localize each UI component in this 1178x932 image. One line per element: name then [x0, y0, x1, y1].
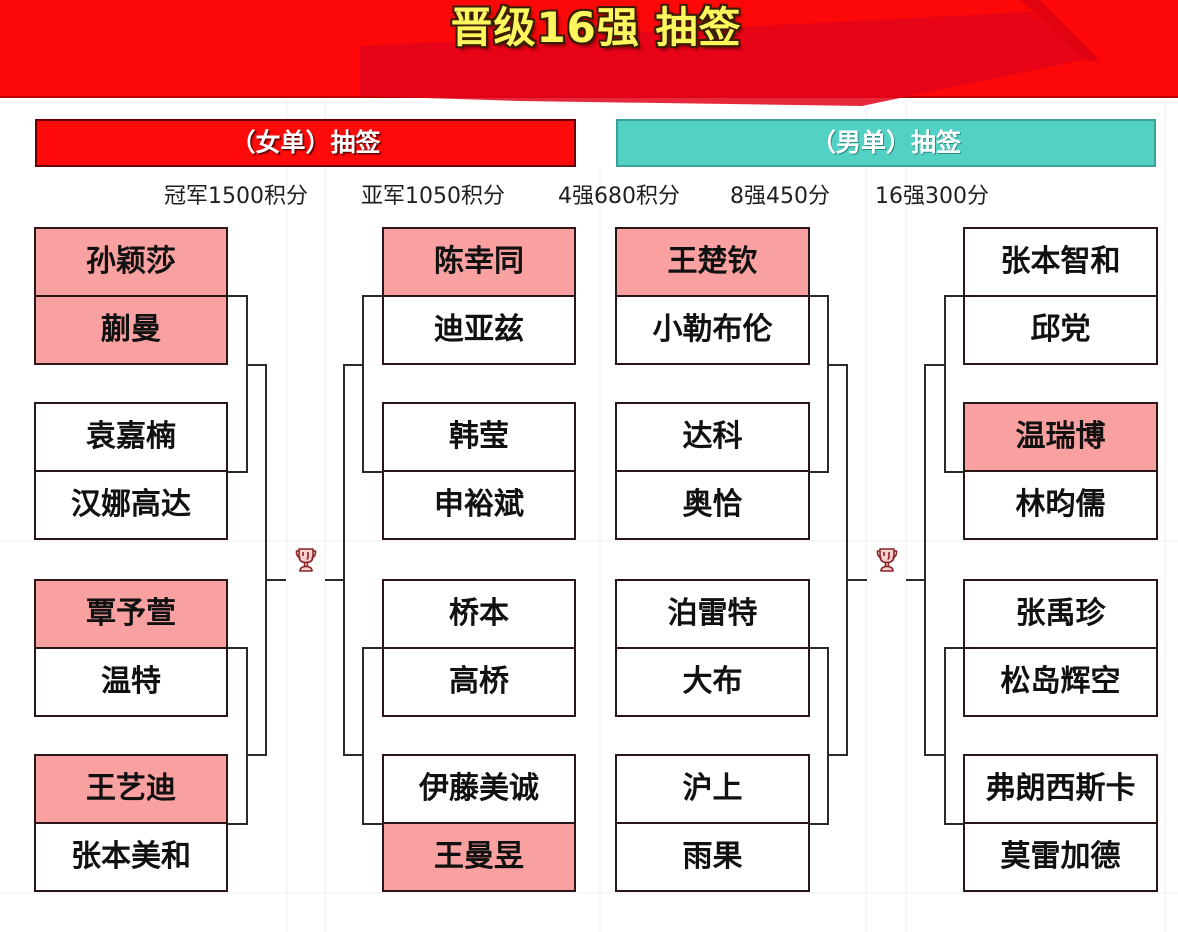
points-quarterfinal: 8强450分 — [730, 184, 830, 209]
player-name: 张禹珍 — [1015, 596, 1106, 631]
player-name: 莫雷加德 — [1000, 839, 1121, 874]
player-name: 蒯曼 — [101, 312, 161, 347]
header-banner: 晋级16强 抽签 — [0, 0, 1178, 106]
player-cell: 沪上 — [615, 754, 810, 824]
points-runner-up: 亚军1050积分 — [361, 184, 505, 209]
player-name: 小勒布伦 — [652, 312, 773, 347]
player-name: 孙颖莎 — [86, 244, 176, 279]
player-name: 高桥 — [449, 664, 509, 699]
player-cell: 张本美和 — [34, 822, 228, 892]
player-cell: 莫雷加德 — [963, 822, 1158, 892]
player-cell: 邱党 — [963, 295, 1158, 365]
player-name: 覃予萱 — [86, 596, 176, 631]
player-name: 王曼昱 — [434, 839, 524, 874]
player-name: 大布 — [682, 664, 743, 699]
player-cell: 伊藤美诚 — [382, 754, 576, 824]
player-cell: 覃予萱 — [34, 579, 228, 649]
player-cell: 张本智和 — [963, 227, 1158, 297]
player-cell: 温特 — [34, 647, 228, 717]
player-name: 韩莹 — [449, 419, 509, 454]
player-name: 泊雷特 — [667, 596, 758, 631]
player-cell: 大布 — [615, 647, 810, 717]
player-name: 松岛辉空 — [1000, 664, 1121, 699]
womens-singles-header: （女单）抽签 — [35, 119, 576, 167]
player-cell: 小勒布伦 — [615, 295, 810, 365]
player-name: 袁嘉楠 — [86, 419, 176, 454]
player-cell: 汉娜高达 — [34, 470, 228, 540]
page-title: 晋级16强 抽签 — [450, 3, 742, 52]
player-cell: 王艺迪 — [34, 754, 228, 824]
player-name: 桥本 — [449, 596, 509, 631]
player-cell: 达科 — [615, 402, 810, 472]
player-name: 王楚钦 — [667, 244, 758, 279]
player-cell: 张禹珍 — [963, 579, 1158, 649]
player-cell: 袁嘉楠 — [34, 402, 228, 472]
player-name: 邱党 — [1030, 312, 1091, 347]
trophy-icon — [295, 548, 317, 572]
player-cell: 蒯曼 — [34, 295, 228, 365]
player-name: 奥恰 — [682, 487, 743, 522]
player-cell: 王曼昱 — [382, 822, 576, 892]
player-name: 迪亚兹 — [434, 312, 524, 347]
player-name: 张本智和 — [1000, 244, 1121, 279]
player-name: 张本美和 — [71, 839, 191, 874]
player-name: 温瑞博 — [1015, 419, 1106, 454]
player-name: 弗朗西斯卡 — [985, 771, 1136, 806]
player-name: 王艺迪 — [86, 771, 176, 806]
player-cell: 温瑞博 — [963, 402, 1158, 472]
player-cell: 陈幸同 — [382, 227, 576, 297]
points-semifinal: 4强680积分 — [558, 184, 680, 209]
points-champion: 冠军1500积分 — [164, 184, 308, 209]
player-cell: 申裕斌 — [382, 470, 576, 540]
player-cell: 松岛辉空 — [963, 647, 1158, 717]
player-name: 伊藤美诚 — [419, 771, 539, 806]
player-name: 达科 — [682, 419, 743, 454]
player-name: 汉娜高达 — [71, 487, 191, 522]
player-cell: 孙颖莎 — [34, 227, 228, 297]
player-name: 陈幸同 — [434, 244, 524, 279]
player-name: 林昀儒 — [1015, 487, 1106, 522]
player-cell: 高桥 — [382, 647, 576, 717]
mens-singles-header: （男单）抽签 — [616, 119, 1156, 167]
player-cell: 弗朗西斯卡 — [963, 754, 1158, 824]
player-name: 雨果 — [682, 839, 743, 874]
player-cell: 泊雷特 — [615, 579, 810, 649]
trophy-icon — [876, 548, 898, 572]
player-cell: 林昀儒 — [963, 470, 1158, 540]
player-cell: 王楚钦 — [615, 227, 810, 297]
player-cell: 雨果 — [615, 822, 810, 892]
player-cell: 奥恰 — [615, 470, 810, 540]
player-cell: 迪亚兹 — [382, 295, 576, 365]
player-name: 申裕斌 — [434, 487, 524, 522]
player-name: 沪上 — [682, 771, 743, 806]
player-name: 温特 — [101, 664, 161, 699]
player-cell: 韩莹 — [382, 402, 576, 472]
player-cell: 桥本 — [382, 579, 576, 649]
points-round-of-16: 16强300分 — [875, 184, 989, 209]
